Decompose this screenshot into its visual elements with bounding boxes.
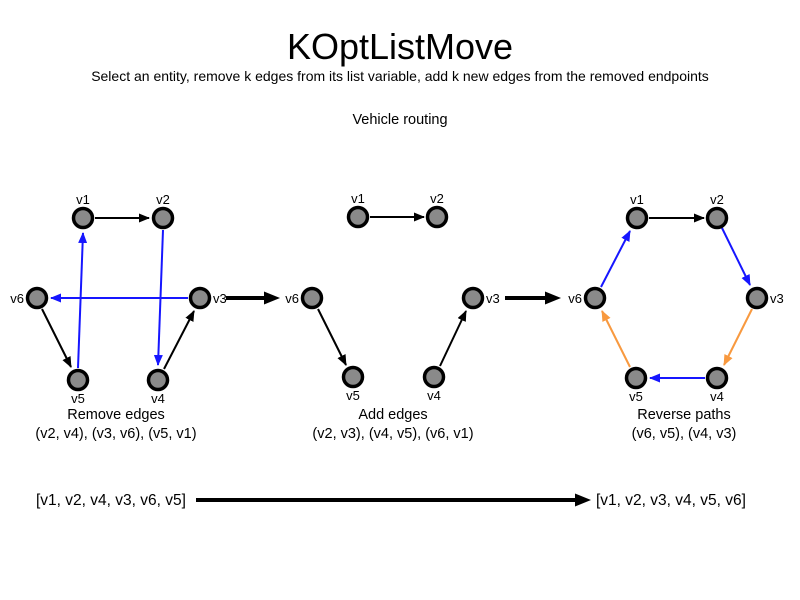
g3-caption: Reverse paths xyxy=(637,407,731,423)
g2-node-label-v2: v2 xyxy=(430,191,444,206)
g1-node-v4 xyxy=(146,368,170,392)
g3-node-label-v4: v4 xyxy=(710,389,724,404)
graph-remove-edges: v1 v2 v6 v3 v5 v4 Remove edges (v2, v4),… xyxy=(10,192,226,442)
g1-edge-v6-v5 xyxy=(41,308,72,368)
g3-node-label-v3: v3 xyxy=(770,291,784,306)
g3-node-v1 xyxy=(625,206,649,230)
g1-node-v6 xyxy=(25,286,49,310)
g3-node-v2 xyxy=(705,206,729,230)
g2-caption: Add edges xyxy=(358,407,427,423)
g1-detail: (v2, v4), (v3, v6), (v5, v1) xyxy=(35,426,196,442)
graph-add-edges: v1 v2 v6 v3 v5 v4 Add edges (v2, v3), (v… xyxy=(285,191,499,442)
g2-node-v5 xyxy=(341,365,365,389)
g1-node-label-v1: v1 xyxy=(76,192,90,207)
g2-node-v6 xyxy=(300,286,324,310)
g2-node-label-v1: v1 xyxy=(351,191,365,206)
g2-detail: (v2, v3), (v4, v5), (v6, v1) xyxy=(312,426,473,442)
g2-node-label-v5: v5 xyxy=(346,388,360,403)
g1-edge-v4-v3 xyxy=(163,310,195,370)
g3-node-v3 xyxy=(745,286,769,310)
g2-node-v4 xyxy=(422,365,446,389)
g1-node-v3 xyxy=(188,286,212,310)
before-list: [v1, v2, v4, v3, v6, v5] xyxy=(36,492,186,509)
g1-node-label-v3: v3 xyxy=(213,291,227,306)
g1-edge-v5-v1 xyxy=(77,232,88,369)
g2-node-v1 xyxy=(346,205,370,229)
g2-node-label-v3: v3 xyxy=(486,291,500,306)
list-transformation: [v1, v2, v4, v3, v6, v5] [v1, v2, v3, v4… xyxy=(36,492,746,509)
g1-node-v5 xyxy=(66,368,90,392)
g1-node-v2 xyxy=(151,206,175,230)
g3-node-label-v2: v2 xyxy=(710,192,724,207)
g3-edge-v3-v4 xyxy=(723,308,753,366)
g1-node-label-v6: v6 xyxy=(10,291,24,306)
g2-node-label-v4: v4 xyxy=(427,388,441,403)
g2-node-label-v6: v6 xyxy=(285,291,299,306)
g3-node-label-v6: v6 xyxy=(568,291,582,306)
g3-edge-v6-v1 xyxy=(600,230,631,288)
after-list: [v1, v2, v3, v4, v5, v6] xyxy=(596,492,746,509)
g3-detail: (v6, v5), (v4, v3) xyxy=(632,426,737,442)
context-label: Vehicle routing xyxy=(352,112,447,128)
g3-edge-v2-v3 xyxy=(721,227,751,286)
g2-node-v3 xyxy=(461,286,485,310)
page-title: KOptListMove xyxy=(287,26,513,67)
page-subtitle: Select an entity, remove k edges from it… xyxy=(91,68,709,84)
g1-node-label-v5: v5 xyxy=(71,391,85,406)
g3-node-label-v5: v5 xyxy=(629,389,643,404)
g2-edge-v4-v3 xyxy=(439,310,467,367)
g3-node-v4 xyxy=(705,366,729,390)
g1-node-label-v2: v2 xyxy=(156,192,170,207)
g1-node-v1 xyxy=(71,206,95,230)
g1-node-label-v4: v4 xyxy=(151,391,165,406)
g2-node-v2 xyxy=(425,205,449,229)
g3-node-v6 xyxy=(583,286,607,310)
g3-node-label-v1: v1 xyxy=(630,192,644,207)
graph-reverse-paths: v1 v2 v6 v3 v5 v4 Reverse paths (v6, v5)… xyxy=(568,192,783,442)
g3-node-v5 xyxy=(624,366,648,390)
g3-edge-v5-v6 xyxy=(601,310,631,368)
g1-caption: Remove edges xyxy=(67,407,165,423)
g2-edge-v6-v5 xyxy=(317,308,347,366)
